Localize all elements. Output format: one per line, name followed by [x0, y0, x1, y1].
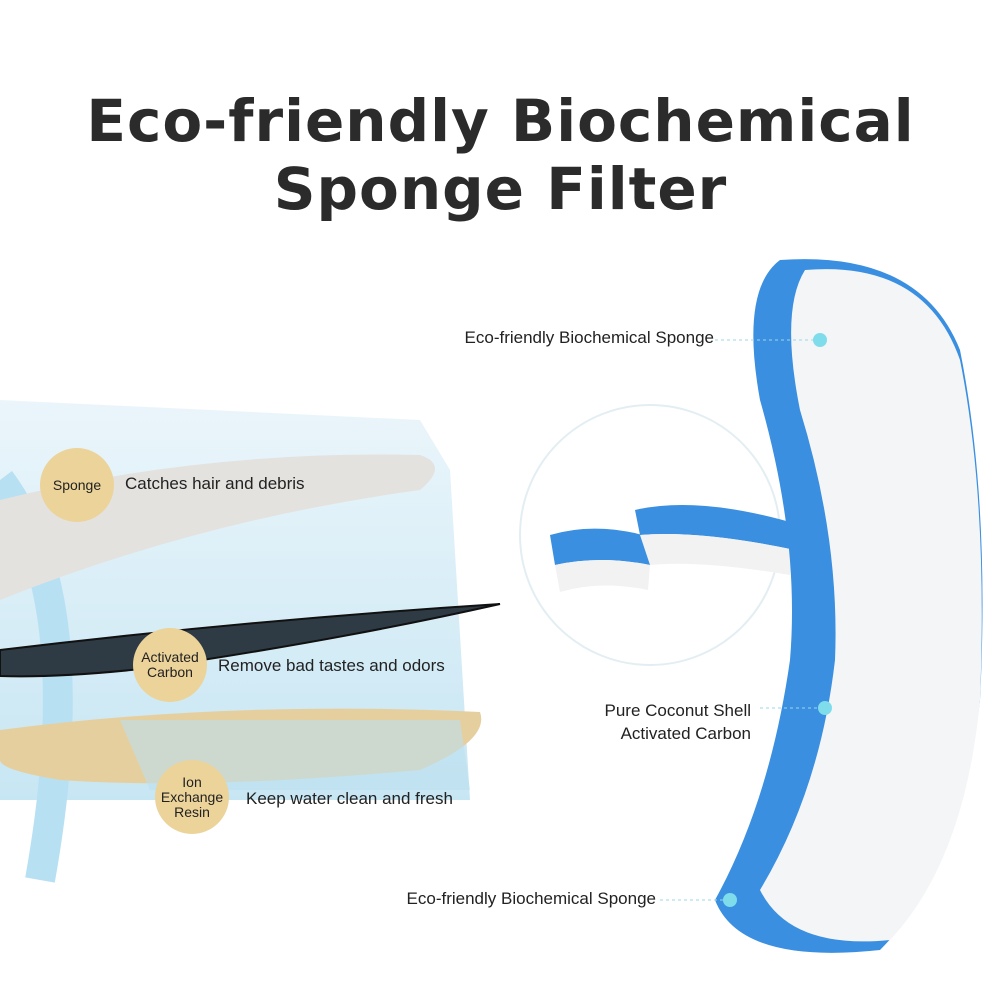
inset-sponge-1	[550, 528, 660, 565]
badge-activated-carbon: Activated Carbon	[133, 628, 207, 702]
title-line-1: Eco-friendly Biochemical	[86, 87, 915, 155]
callout-middle-line-1: Pure Coconut Shell	[604, 701, 751, 720]
badge-label: Exchange	[160, 788, 224, 805]
sponge-description: Catches hair and debris	[125, 474, 305, 493]
carbon-layer	[0, 603, 501, 678]
badge-label: Carbon	[147, 664, 193, 680]
callout-bottom: Eco-friendly Biochemical Sponge	[406, 889, 656, 908]
carbon-description: Remove bad tastes and odors	[218, 656, 445, 675]
badge-label: Sponge	[52, 476, 102, 493]
callout-top: Eco-friendly Biochemical Sponge	[464, 328, 714, 347]
badge-label: Activated	[141, 649, 199, 665]
title-line-2: Sponge Filter	[273, 155, 728, 223]
inset-sponge-2	[635, 505, 800, 550]
filter-white-front	[760, 269, 982, 942]
callout-middle-line-2: Activated Carbon	[620, 724, 751, 743]
badge-label: Ion	[182, 773, 202, 790]
resin-description: Keep water clean and fresh	[246, 789, 453, 808]
badge-label: Resin	[174, 803, 210, 820]
badge-sponge: Sponge	[40, 448, 114, 522]
badge-ion-exchange-resin: Ion Exchange Resin	[155, 760, 229, 834]
